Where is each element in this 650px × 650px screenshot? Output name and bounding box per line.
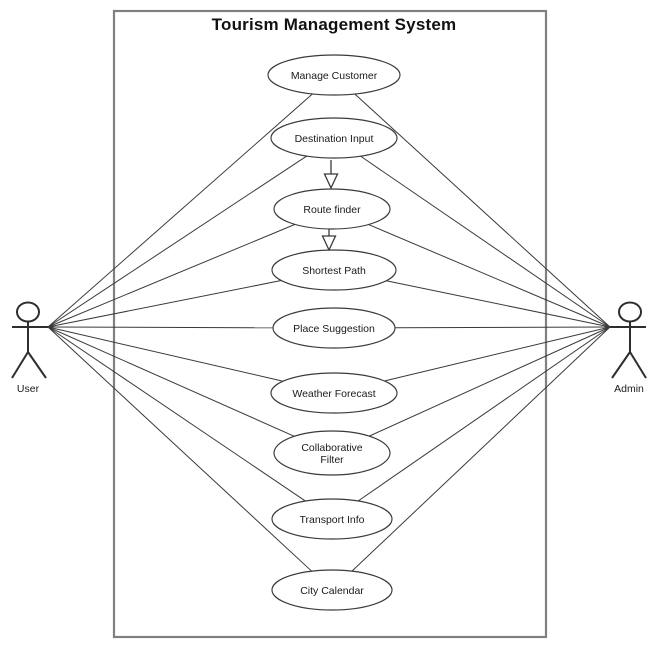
actor-leg-left-icon-user [11, 351, 29, 379]
association-line-admin-route-finder [368, 224, 611, 328]
use-case-ellipse-destination-input[interactable] [270, 117, 398, 159]
association-line-admin-manage-customer [354, 93, 611, 328]
use-case-ellipse-route-finder[interactable] [273, 188, 391, 230]
use-case-label-weather-forecast: Weather Forecast [292, 388, 375, 400]
use-case-ellipse-place-suggestion[interactable] [272, 307, 396, 349]
association-line-admin-city-calendar [351, 326, 611, 572]
actor-user[interactable]: User [11, 301, 48, 396]
association-line-user-route-finder [47, 223, 296, 328]
gen-route-to-shortest-arrowhead-icon [321, 235, 337, 252]
association-line-user-collaborative-filter [47, 326, 295, 437]
use-case-label-transport-info: Transport Info [300, 514, 365, 526]
association-line-admin-transport-info [357, 326, 611, 502]
actor-head-icon-user [16, 301, 40, 323]
actor-leg-right-icon-user [27, 351, 47, 379]
actor-label-admin: Admin [614, 383, 644, 395]
use-case-label-place-suggestion: Place Suggestion [293, 323, 375, 335]
use-case-label-city-calendar: City Calendar [300, 585, 364, 597]
generalization-arrows-group [321, 160, 339, 252]
use-case-label-route-finder: Route finder [303, 204, 361, 216]
use-case-ellipse-manage-customer[interactable] [267, 54, 401, 96]
association-line-admin-weather-forecast [384, 326, 611, 382]
use-case-ellipse-city-calendar[interactable] [271, 569, 393, 611]
actor-leg-right-icon-admin [629, 351, 647, 379]
actor-leg-left-icon-admin [611, 351, 631, 379]
use-case-label-shortest-path: Shortest Path [302, 265, 366, 277]
use-case-label-manage-customer: Manage Customer [291, 70, 378, 82]
association-line-user-destination-input [47, 155, 307, 328]
use-case-ellipse-weather-forecast[interactable] [270, 372, 398, 414]
association-line-user-transport-info [47, 326, 306, 502]
use-case-ellipse-transport-info[interactable] [271, 498, 393, 540]
use-case-ellipse-shortest-path[interactable] [271, 249, 397, 291]
association-line-user-manage-customer [47, 93, 313, 328]
actor-admin[interactable]: Admin [610, 301, 647, 396]
association-line-user-weather-forecast [47, 326, 284, 382]
association-line-admin-place-suggestion [394, 326, 611, 329]
association-line-user-place-suggestion [47, 326, 274, 329]
association-line-user-city-calendar [47, 326, 313, 572]
association-line-admin-shortest-path [386, 280, 611, 328]
actor-nodes-group: User Admin [11, 301, 647, 396]
association-line-admin-destination-input [360, 155, 611, 328]
use-case-ellipse-collaborative-filter[interactable] [273, 430, 391, 476]
actor-head-icon-admin [618, 301, 642, 323]
diagram-title: Tourism Management System [212, 15, 457, 34]
system-boundary-box [112, 9, 548, 639]
association-lines-group [47, 93, 611, 572]
use-case-label-destination-input: Destination Input [295, 133, 374, 145]
actor-label-user: User [17, 383, 40, 395]
gen-destination-to-route-arrowhead-icon [323, 173, 339, 190]
association-line-user-shortest-path [47, 280, 282, 328]
association-line-admin-collaborative-filter [369, 326, 611, 437]
